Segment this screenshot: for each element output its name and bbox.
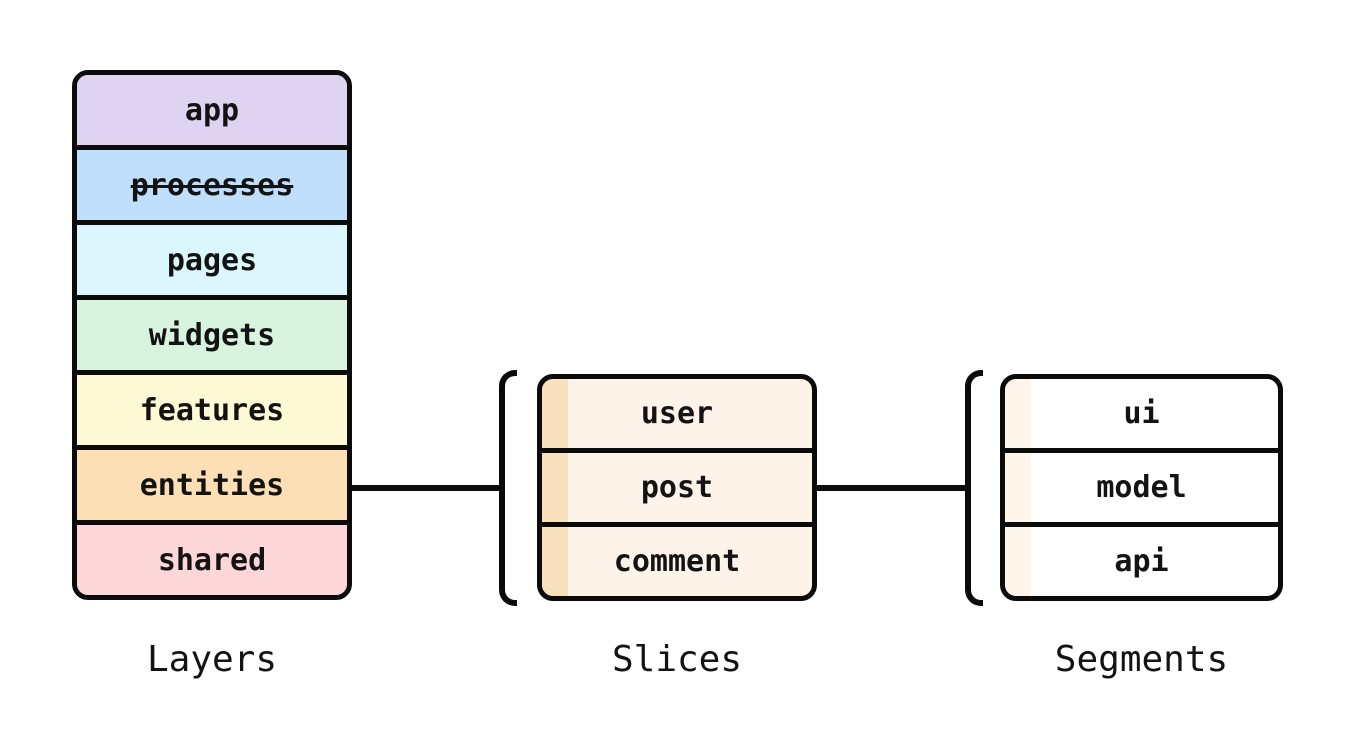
layers-column-caption: Layers bbox=[146, 639, 278, 680]
segment-row-api: api bbox=[1005, 522, 1278, 596]
slices-column-caption: Slices bbox=[611, 639, 743, 680]
layer-label-entities: entities bbox=[139, 467, 285, 503]
layer-label-processes: processes bbox=[130, 167, 294, 203]
layer-label-app: app bbox=[184, 92, 240, 128]
segment-label-api: api bbox=[1114, 544, 1169, 579]
segment-label-model: model bbox=[1096, 470, 1187, 505]
slice-row-user: user bbox=[542, 379, 812, 448]
slices-accent-strip bbox=[542, 379, 568, 596]
layer-label-features: features bbox=[139, 392, 285, 428]
slice-label-comment: comment bbox=[613, 544, 741, 579]
slice-row-comment: comment bbox=[542, 522, 812, 596]
segment-row-ui: ui bbox=[1005, 379, 1278, 448]
slice-row-post: post bbox=[542, 448, 812, 522]
slice-label-user: user bbox=[640, 396, 714, 431]
layer-label-widgets: widgets bbox=[148, 317, 276, 353]
slices-bracket bbox=[499, 370, 517, 606]
segments-bracket bbox=[965, 370, 983, 606]
layer-row-entities: entities bbox=[77, 445, 347, 520]
layer-row-features: features bbox=[77, 370, 347, 445]
connector-slices-to-segments bbox=[815, 485, 968, 491]
segments-stack: ui model api bbox=[1000, 374, 1283, 601]
segments-accent-strip bbox=[1005, 379, 1031, 596]
segment-label-ui: ui bbox=[1123, 396, 1160, 431]
layers-stack: app processes pages widgets features ent… bbox=[72, 70, 352, 600]
layer-row-shared: shared bbox=[77, 520, 347, 595]
layer-row-widgets: widgets bbox=[77, 295, 347, 370]
slices-stack: user post comment bbox=[537, 374, 817, 601]
layer-row-app: app bbox=[77, 75, 347, 145]
layer-row-pages: pages bbox=[77, 220, 347, 295]
slice-label-post: post bbox=[640, 470, 714, 505]
segments-column-caption: Segments bbox=[1054, 639, 1229, 680]
layer-label-pages: pages bbox=[166, 242, 258, 278]
segment-row-model: model bbox=[1005, 448, 1278, 522]
layer-label-shared: shared bbox=[157, 542, 267, 578]
layer-row-processes: processes bbox=[77, 145, 347, 220]
connector-entities-to-slices bbox=[350, 485, 502, 491]
